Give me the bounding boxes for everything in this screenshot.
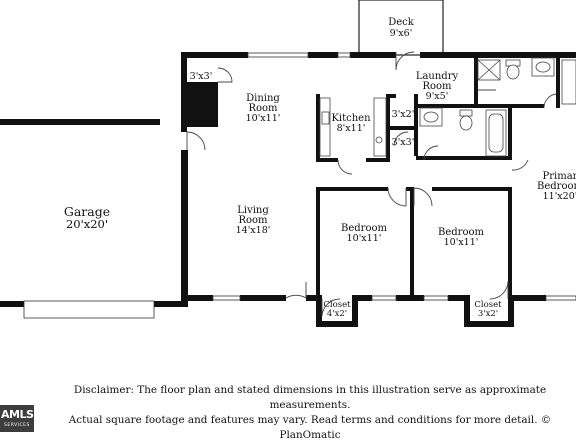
kitchen-label: Kitchen: [331, 113, 371, 124]
windows: [23, 52, 576, 319]
dining-label-2: Room: [248, 103, 278, 114]
closet1-dim: 4'x2': [327, 309, 347, 319]
garage-label: Garage: [64, 204, 110, 219]
laundry-label-2: Room: [422, 81, 452, 92]
dining-label: Dining: [246, 93, 280, 104]
floor-plan: Deck 9'x6' Laundry Room 9'x5' Dining Roo…: [0, 0, 576, 327]
doors: [186, 51, 557, 317]
closet-3x2-dim: 3'x2': [392, 109, 415, 120]
bedroom1-label: Bedroom: [341, 223, 387, 234]
interior-walls: [316, 58, 560, 299]
living-label: Living: [237, 205, 269, 216]
disclaimer-line-1: Disclaimer: The floor plan and stated di…: [73, 384, 547, 411]
garage-dim: 20'x20': [66, 217, 108, 231]
closet2-dim: 3'x2': [478, 309, 498, 319]
fixtures: [319, 57, 576, 157]
dining-dim: 10'x11': [246, 113, 281, 124]
closet2-label: Closet: [474, 300, 502, 310]
logo-text: AMLS: [1, 408, 34, 421]
bedroom1-dim: 10'x11': [347, 233, 382, 244]
closet1-label: Closet: [323, 300, 351, 310]
bedroom2-dim: 10'x11': [444, 237, 479, 248]
kitchen-dim: 8'x11': [337, 123, 366, 134]
primary-dim: 11'x20': [543, 191, 576, 202]
living-dim: 14'x18': [236, 225, 271, 236]
logo-subtext: SERVICES: [4, 423, 30, 428]
laundry-dim: 9'x5': [426, 91, 449, 102]
deck-dim: 9'x6': [390, 28, 413, 39]
primary-label-2: Bedroom: [537, 181, 576, 192]
disclaimer-line-2: Actual square footage and features may v…: [68, 414, 552, 441]
pantry-dim: 3'x3': [190, 71, 213, 82]
amls-logo: AMLS SERVICES: [0, 405, 34, 432]
closet-3x3-dim: 3'x3': [392, 137, 415, 148]
disclaimer: Disclaimer: The floor plan and stated di…: [40, 383, 576, 443]
bedroom2-label: Bedroom: [438, 227, 484, 238]
primary-label: Primar: [543, 171, 576, 182]
deck-label: Deck: [388, 17, 415, 28]
living-label-2: Room: [238, 215, 268, 226]
deck-outline: [358, 0, 444, 56]
laundry-label: Laundry: [416, 71, 459, 82]
